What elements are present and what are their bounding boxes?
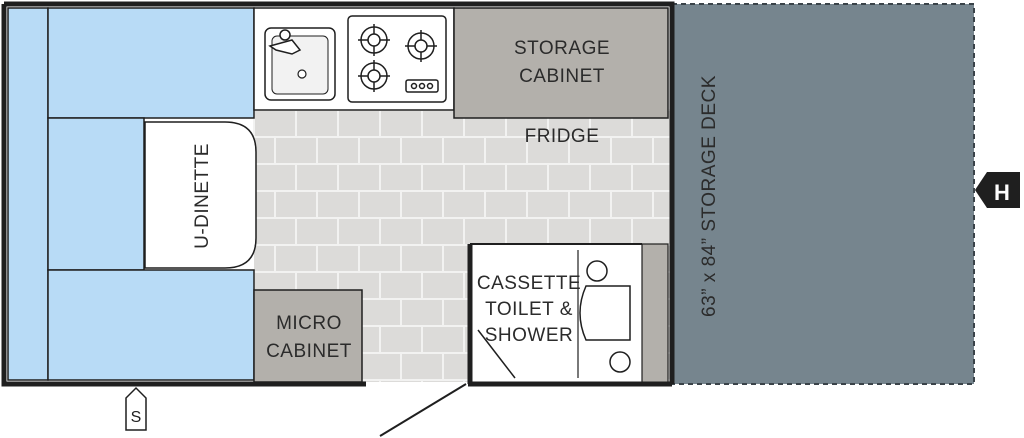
micro-cabinet-label-line2: CABINET <box>266 341 352 362</box>
hitch-marker-label: H <box>994 180 1010 205</box>
storage-cabinet: STORAGE CABINET <box>453 7 669 119</box>
door-swing-icon <box>379 383 467 437</box>
storage-cabinet-label-line2: CABINET <box>519 66 605 87</box>
storage-cabinet-label-line1: STORAGE <box>514 38 610 59</box>
storage-deck-label: 63” x 84” STORAGE DECK <box>699 75 720 317</box>
sink-icon <box>264 27 336 101</box>
storage-deck: 63” x 84” STORAGE DECK <box>671 3 975 385</box>
bathroom: CASSETTE TOILET & SHOWER <box>467 243 669 385</box>
bathroom-label-line2: TOILET & <box>485 299 573 320</box>
stove-icon <box>347 15 447 103</box>
exterior-wall <box>1 1 675 387</box>
fridge-label: FRIDGE <box>525 126 600 147</box>
micro-cabinet: MICRO CABINET <box>253 289 363 383</box>
micro-cabinet-label-line1: MICRO <box>276 313 342 334</box>
hitch-marker-icon: H <box>975 172 1020 208</box>
u-dinette-label: U-DINETTE <box>192 143 213 249</box>
toilet-icon <box>579 260 631 373</box>
service-marker-label: S <box>131 409 142 426</box>
bathroom-label-line1: CASSETTE <box>477 273 581 294</box>
dinette-seating <box>7 7 255 381</box>
bathroom-label-line3: SHOWER <box>485 325 574 346</box>
u-dinette-table: U-DINETTE <box>144 121 257 269</box>
service-marker-icon: S <box>125 386 147 431</box>
